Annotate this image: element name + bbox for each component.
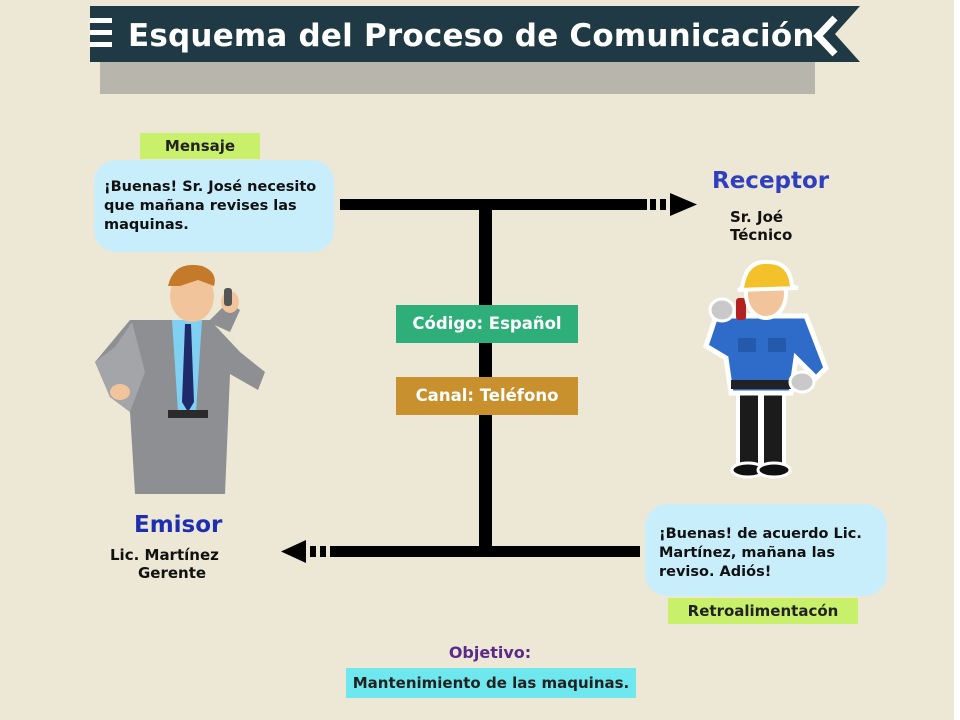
receptor-title: Receptor [712, 168, 830, 194]
title-banner [90, 6, 860, 94]
emisor-details: Lic. Martínez Gerente [110, 546, 219, 582]
receptor-details: Sr. Joé Técnico [730, 208, 792, 244]
page-title: Esquema del Proceso de Comunicación [128, 18, 815, 54]
emisor-title: Emisor [134, 512, 223, 538]
emisor-businessman-illustration [95, 264, 265, 494]
mensaje-line-3: maquinas. [104, 217, 189, 233]
retro-label: Retroalimentacón [668, 598, 858, 624]
receptor-technician-illustration [702, 259, 829, 479]
objetivo-value: Mantenimiento de las maquinas. [346, 668, 636, 698]
right-edge [954, 0, 960, 720]
objetivo-label: Objetivo: [448, 643, 532, 662]
canal-box: Canal: Teléfono [396, 377, 578, 415]
receptor-line-2: Técnico [730, 226, 793, 244]
arrow-right-icon [670, 193, 697, 216]
mensaje-bubble: ¡Buenas! Sr. José necesito que mañana re… [94, 160, 334, 252]
mensaje-line-2: que mañana revises las [104, 198, 297, 214]
arrow-left-icon [281, 540, 306, 563]
retro-line-3: reviso. Adiós! [659, 564, 772, 580]
retro-line-2: Martínez, mañana las [659, 545, 835, 561]
receptor-line-1: Sr. Joé [730, 208, 784, 226]
emisor-line-2: Gerente [138, 564, 207, 582]
emisor-line-1: Lic. Martínez [110, 546, 219, 564]
retro-line-1: ¡Buenas! de acuerdo Lic. [659, 526, 862, 542]
codigo-box: Código: Español [396, 305, 578, 343]
mensaje-label: Mensaje [140, 133, 260, 159]
mensaje-line-1: ¡Buenas! Sr. José necesito [104, 179, 317, 195]
retro-bubble: ¡Buenas! de acuerdo Lic. Martínez, mañan… [645, 504, 887, 596]
